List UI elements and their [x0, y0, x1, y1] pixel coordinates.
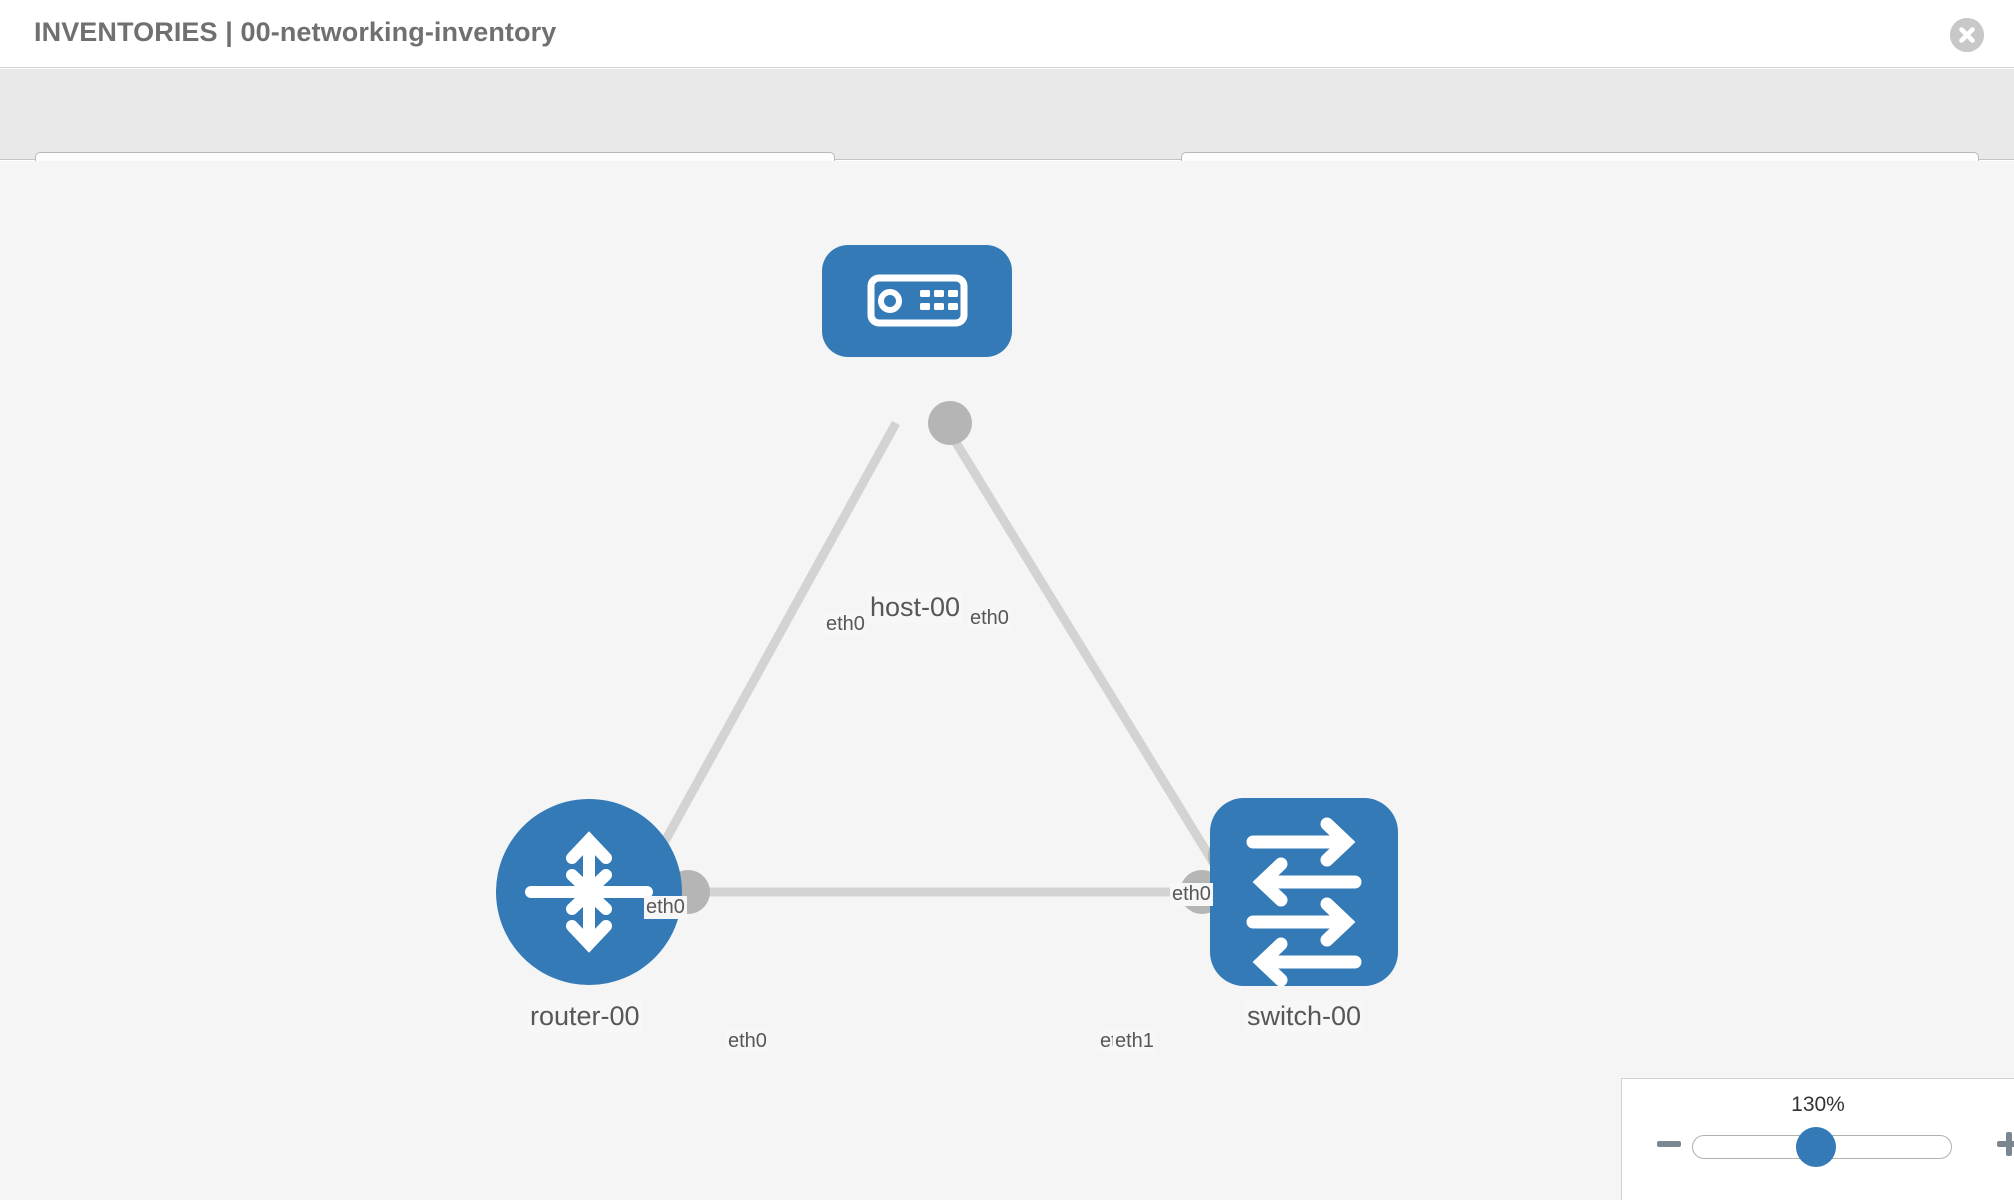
node-switch-00[interactable] — [1210, 798, 1398, 987]
port-label-host-right: eth0 — [968, 607, 1011, 630]
port-label-host-left: eth0 — [824, 613, 867, 636]
port-label-switch-up: eth0 — [1170, 883, 1213, 906]
close-icon[interactable] — [1950, 18, 1984, 52]
switch-arrows-icon — [1246, 817, 1362, 987]
router-four-arrows-icon — [525, 831, 653, 953]
topology-graph — [496, 245, 1398, 987]
node-label-router-00: router-00 — [528, 1001, 642, 1032]
port-label-switch-left-b: eth1 — [1113, 1030, 1156, 1053]
port-nub-host-bottom[interactable] — [928, 401, 972, 445]
zoom-slider-thumb[interactable] — [1796, 1127, 1836, 1167]
node-label-switch-00: switch-00 — [1245, 1001, 1364, 1032]
port-label-router-right: eth0 — [726, 1030, 769, 1053]
toolbar: ACTIONS SEARCH — [0, 69, 2014, 206]
topology-port-nubs — [666, 401, 1256, 914]
page-title: INVENTORIES | 00-networking-inventory — [34, 17, 557, 47]
topology-links — [618, 420, 1247, 922]
server-appliance-icon — [867, 274, 968, 327]
node-label-host-00: host-00 — [868, 592, 963, 623]
page-header: INVENTORIES | 00-networking-inventory — [0, 0, 2014, 68]
port-label-router-up: eth0 — [644, 896, 687, 919]
zoom-control: 130% — [1621, 1078, 2014, 1200]
node-host-00[interactable] — [822, 245, 1012, 357]
link-host-router[interactable] — [618, 420, 900, 922]
topology-canvas[interactable]: eth0 eth0 eth0 eth0 eth0 eth eth1 host-0… — [0, 161, 2014, 1200]
link-host-switch[interactable] — [940, 420, 1247, 914]
node-router-00[interactable] — [496, 799, 682, 985]
zoom-level-label: 130% — [1791, 1093, 1845, 1116]
